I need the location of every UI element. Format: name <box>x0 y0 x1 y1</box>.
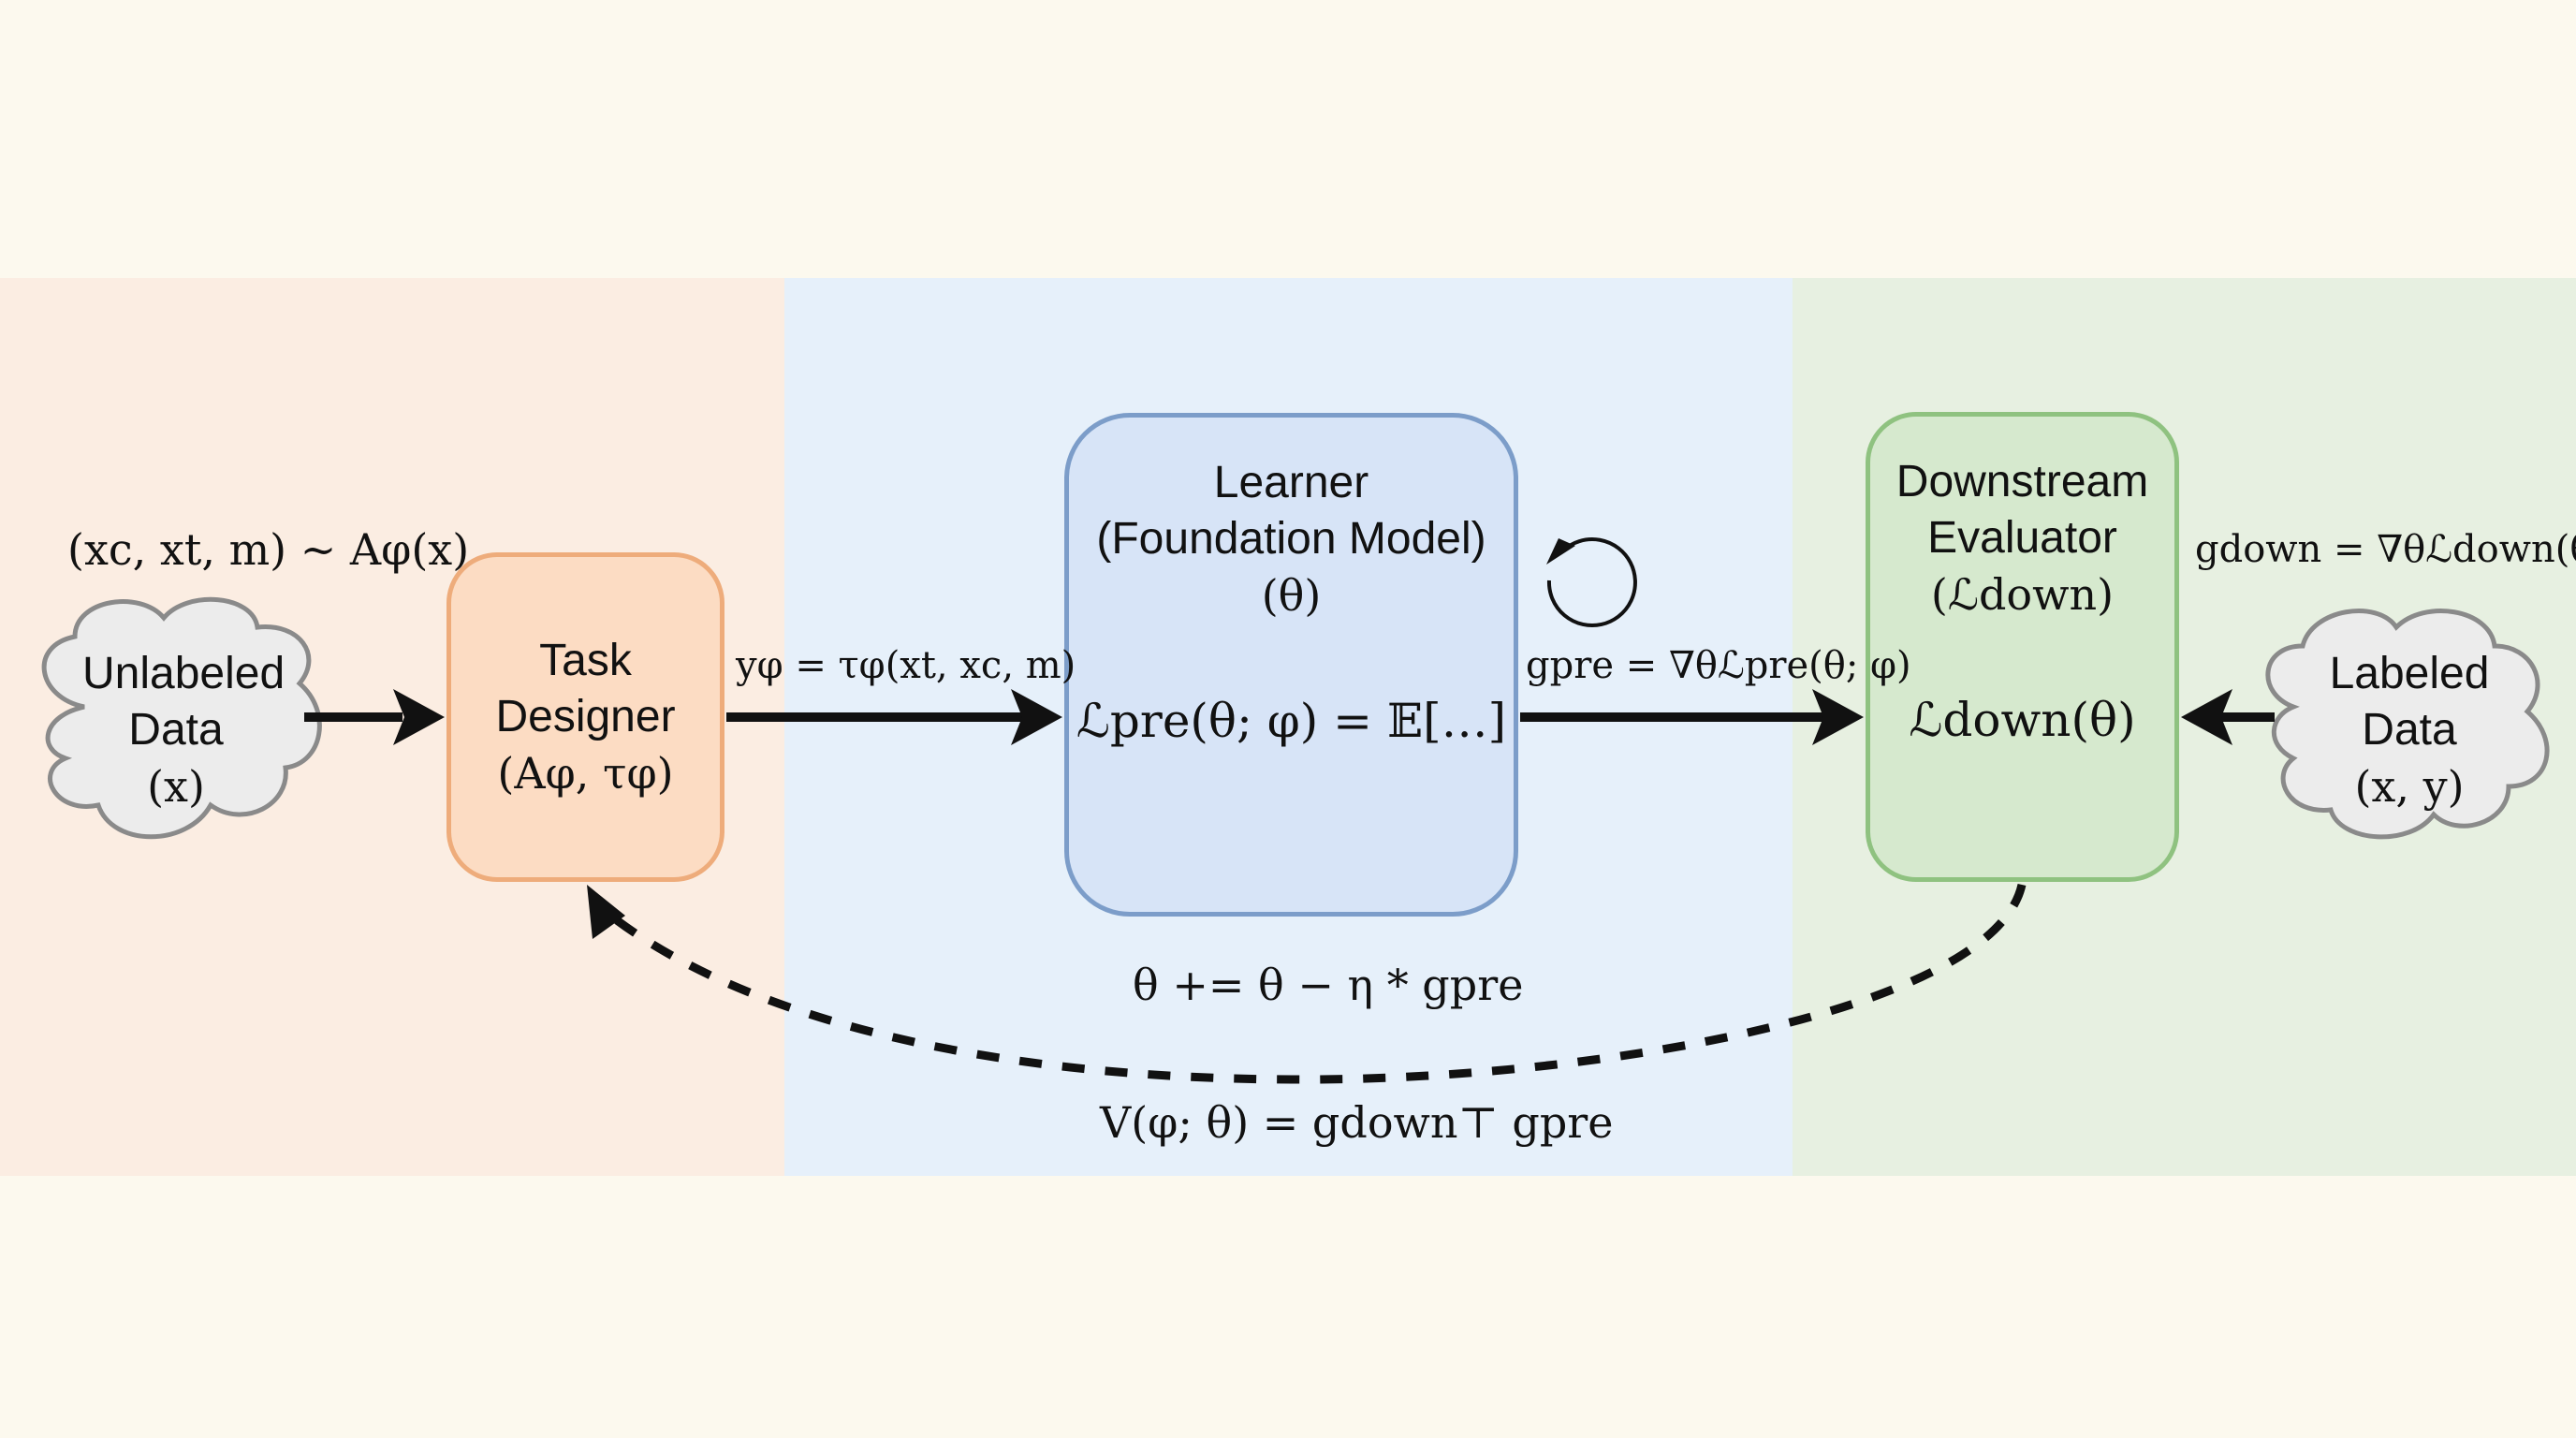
arrow-learner-to-evaluator <box>1520 689 1864 745</box>
pretrain-gradient-equation: gpre = ∇θℒpre(θ; φ) <box>1526 644 1911 687</box>
value-function-equation: V(φ; θ) = gdown⊤ gpre <box>1100 1097 1614 1148</box>
unlabeled-data-cloud <box>41 596 322 840</box>
labeled-line1: Labeled <box>2329 649 2490 698</box>
downstream-evaluator-box[interactable]: Downstream Evaluator (ℒdown) ℒdown(θ) <box>1866 412 2179 882</box>
labeled-line2: Data <box>2362 705 2457 755</box>
task-designer-title-2: Designer <box>495 692 676 741</box>
unlabeled-line2: Data <box>128 705 224 755</box>
downstream-gradient-equation: gdown = ∇θℒdown(θ) <box>2195 528 2576 571</box>
arrow-labeled-to-evaluator <box>2181 689 2275 745</box>
pretraining-loss: ℒpre(θ; φ) = 𝔼[…] <box>1076 694 1507 748</box>
task-designer-title-1: Task <box>539 636 632 685</box>
learner-title: Learner <box>1213 458 1369 507</box>
arrow-task-to-learner <box>726 689 1062 745</box>
labeled-line3: (x, y) <box>2354 761 2465 812</box>
augmentation-equation: (xc, xt, m) ~ Aφ(x) <box>67 524 470 575</box>
task-output-equation: yφ = τφ(xt, xc, m) <box>736 644 1076 687</box>
task-designer-params: (Aφ, τφ) <box>497 748 674 799</box>
loop-icon <box>1546 537 1637 628</box>
unlabeled-line1: Unlabeled <box>82 649 285 698</box>
learner-box[interactable]: Learner (Foundation Model) (θ) ℒpre(θ; φ… <box>1064 413 1518 917</box>
feedback-dashed-arrow <box>587 884 2027 1084</box>
learner-params: (θ) <box>1261 570 1322 621</box>
arrow-unlabeled-to-task <box>304 689 445 745</box>
labeled-data-cloud <box>2265 609 2550 840</box>
learner-subtitle: (Foundation Model) <box>1096 514 1486 564</box>
update-rule-equation: θ += θ − η * gpre <box>1133 960 1524 1010</box>
unlabeled-data-label: Unlabeled Data (x) <box>82 646 285 814</box>
evaluator-title-2: Evaluator <box>1927 513 2117 563</box>
downstream-loss: ℒdown(θ) <box>1909 693 2136 747</box>
labeled-data-label: Labeled Data (x, y) <box>2316 646 2503 814</box>
evaluator-title-1: Downstream <box>1895 457 2149 506</box>
unlabeled-line3: (x) <box>147 761 205 812</box>
task-designer-box[interactable]: Task Designer (Aφ, τφ) <box>446 552 724 882</box>
evaluator-params: (ℒdown) <box>1930 569 2115 620</box>
